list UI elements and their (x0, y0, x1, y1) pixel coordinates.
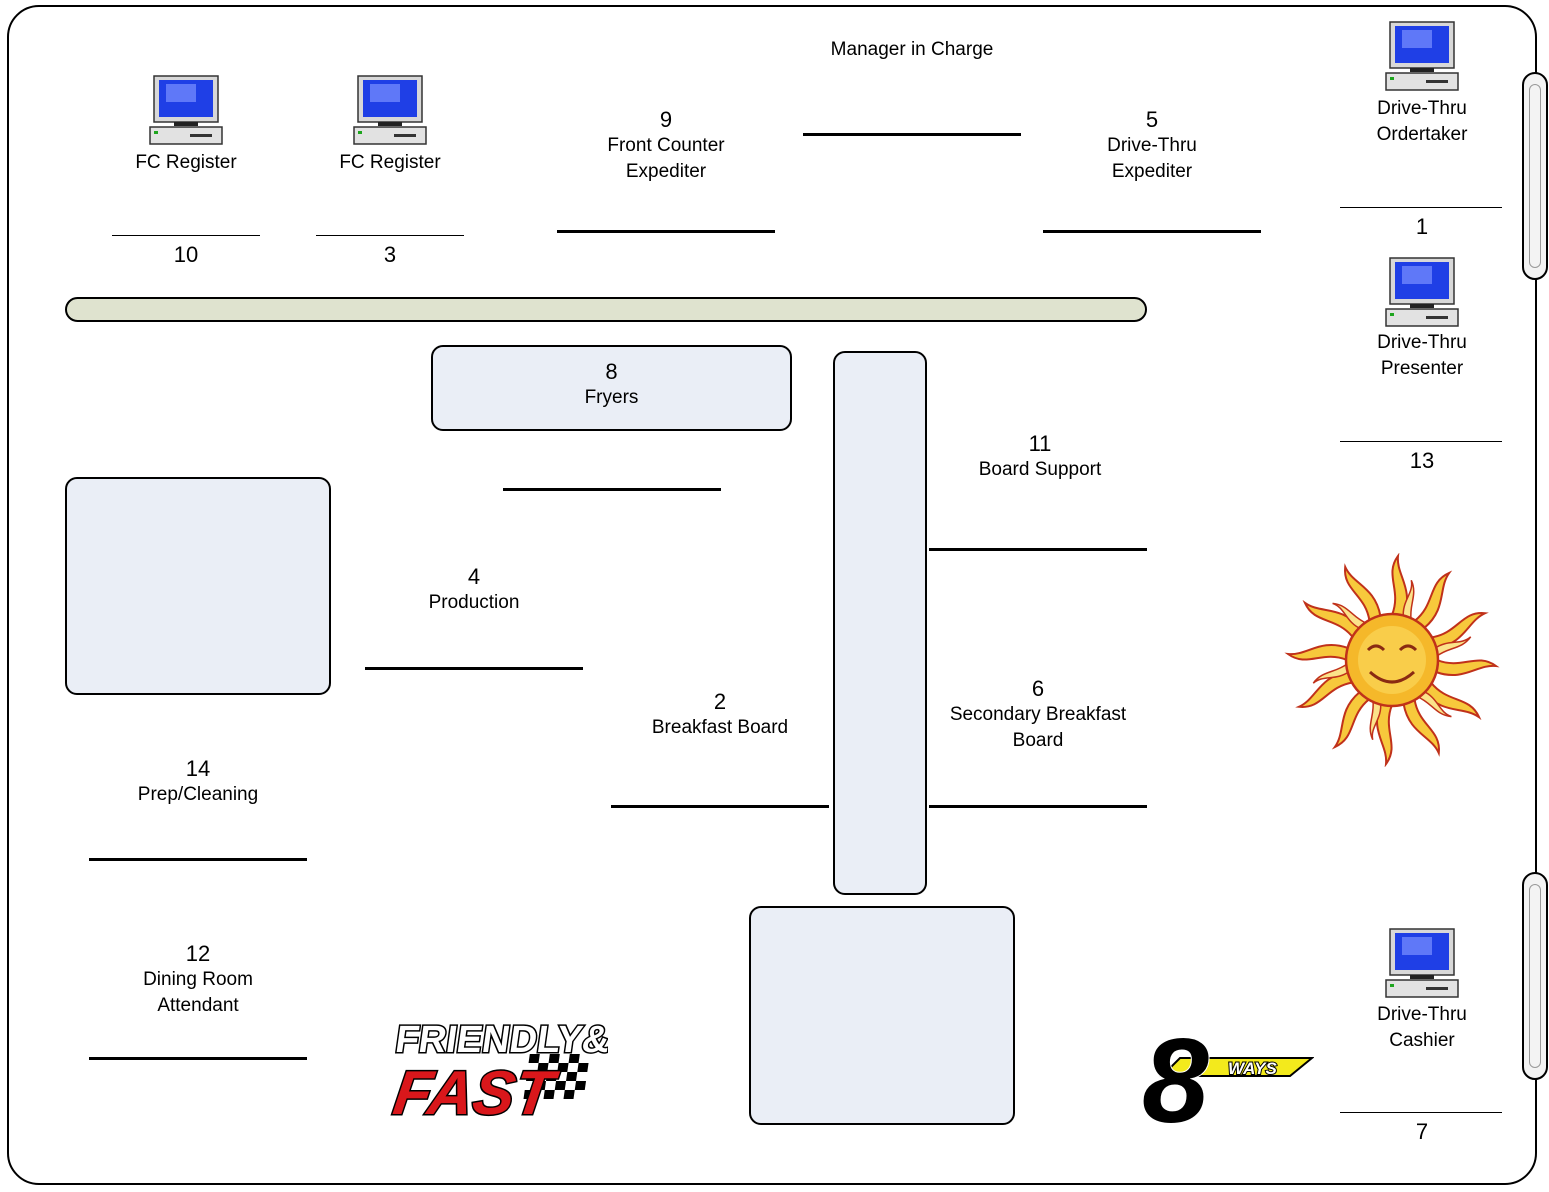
friendly-text: FRIENDLY& (393, 1018, 608, 1061)
prep-table (65, 477, 331, 695)
eight-ways-logo: 8 WAYS (1141, 1013, 1314, 1130)
front-counter-expediter-label: 9 Front Counter Expediter (607, 107, 725, 182)
fast-text: FAST (389, 1059, 562, 1122)
drive-thru-expediter-line (1043, 230, 1261, 233)
fryers-station (431, 345, 792, 431)
computer-icon (149, 75, 223, 145)
prep-cleaning-line (89, 858, 307, 861)
drive-thru-cashier-line (1340, 1112, 1502, 1113)
eight-digit: 8 (1142, 1014, 1209, 1130)
fc-register-line (112, 235, 260, 236)
dining-room-attendant-label: 12 Dining Room Attendant (143, 941, 253, 1016)
breakfast-board-label: 2 Breakfast Board (651, 689, 789, 738)
right-binder-tab-bottom (1522, 872, 1548, 1080)
prep-cleaning-label: 14 Prep/Cleaning (137, 756, 259, 805)
drive-thru-expediter-label: 5 Drive-Thru Expediter (1107, 107, 1197, 182)
drive-thru-presenter-line (1340, 441, 1502, 442)
computer-icon (1385, 257, 1459, 327)
secondary-breakfast-board-line (929, 805, 1147, 808)
manager-signature-line (803, 133, 1021, 136)
board-support-line (929, 548, 1147, 551)
fryers-line (503, 488, 721, 491)
position-number: 10 (173, 242, 199, 267)
ways-text: WAYS (1228, 1059, 1277, 1078)
secondary-breakfast-board-label: 6 Secondary Breakfast Board (949, 676, 1127, 751)
right-binder-tab-top (1522, 72, 1548, 280)
board-station (833, 351, 927, 895)
computer-icon (1385, 928, 1459, 998)
friendly-fast-logo: FRIENDLY& FAST (388, 1017, 608, 1122)
back-table (749, 906, 1015, 1125)
dining-room-attendant-line (89, 1057, 307, 1060)
position-number: 1 (1415, 214, 1429, 239)
production-line (365, 667, 583, 670)
drive-thru-cashier-label: Drive-Thru Cashier (1377, 1004, 1467, 1051)
breakfast-board-line (611, 805, 829, 808)
board-support-label: 11 Board Support (978, 431, 1102, 480)
computer-icon (1385, 21, 1459, 91)
drive-thru-ordertaker-label: Drive-Thru Ordertaker (1376, 98, 1468, 145)
fc-register-line (316, 235, 464, 236)
production-label: 4 Production (428, 564, 520, 613)
fryers-label: 8 Fryers (584, 359, 639, 408)
fc-register-label: FC Register (135, 152, 237, 173)
front-counter-expediter-line (557, 230, 775, 233)
sun-icon (1284, 553, 1500, 767)
front-counter-bar (65, 297, 1147, 322)
drive-thru-presenter-label: Drive-Thru Presenter (1377, 332, 1467, 379)
position-number: 3 (383, 242, 397, 267)
position-number: 7 (1415, 1119, 1429, 1144)
fc-register-label: FC Register (339, 152, 441, 173)
computer-icon (353, 75, 427, 145)
position-number: 13 (1409, 448, 1435, 473)
manager-label: Manager in Charge (830, 39, 994, 60)
drive-thru-ordertaker-line (1340, 207, 1502, 208)
